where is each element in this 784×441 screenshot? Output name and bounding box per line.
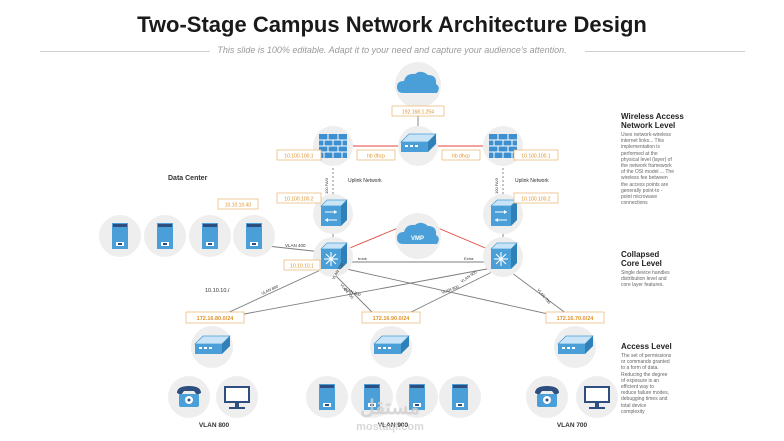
firewall-right-icon bbox=[489, 134, 517, 158]
side-desc-access: The set of permissions or commands grant… bbox=[621, 353, 672, 415]
link-cloud-core-left bbox=[344, 227, 399, 251]
vlan900-right-label: VLAN 900 bbox=[460, 269, 478, 284]
vlan700-bottom-label: VLAN 700 bbox=[557, 422, 588, 429]
side-section-core: Collapsed Core Level Single device handl… bbox=[621, 250, 781, 289]
title-rule-right bbox=[585, 51, 745, 52]
subnet-right-label: 172.16.70.0/24 bbox=[557, 316, 595, 322]
telephone-icon bbox=[535, 386, 559, 407]
link-cloud-core-right bbox=[437, 227, 491, 251]
left-agg-ip-label: 10.100.100.2 bbox=[284, 197, 313, 203]
link-cl-sr bbox=[341, 267, 576, 321]
trunk-label: trunk bbox=[358, 256, 367, 261]
vlan800-bottom-label: VLAN 800 bbox=[199, 422, 230, 429]
right-agg-ip-label: 10.100.100.2 bbox=[521, 197, 550, 203]
vlan800-label-a: VLAN 800 bbox=[260, 283, 279, 296]
right-hb-label: hb dhcp bbox=[452, 154, 470, 160]
watermark-arabic: مستقل bbox=[360, 397, 420, 419]
access-switch-icon bbox=[557, 335, 594, 354]
side-title-core: Collapsed Core Level bbox=[621, 250, 662, 268]
router-switch-icon bbox=[400, 133, 437, 152]
ip-10-label: 10.10.10./ bbox=[205, 288, 230, 294]
uplink-left-label: Uplink Network bbox=[348, 178, 382, 184]
desktop-computer-icon bbox=[224, 386, 250, 409]
watermark: مستقل mostaql.com bbox=[356, 397, 424, 433]
access-switch-icon bbox=[373, 335, 410, 354]
watermark-latin: mostaql.com bbox=[356, 421, 424, 433]
vlan800-label-b: VLAN 800 bbox=[343, 286, 363, 297]
left-hb-label: hb dhcp bbox=[367, 154, 385, 160]
server-icon bbox=[409, 384, 425, 410]
side-title-wireless: Wireless Access Network Level bbox=[621, 112, 684, 130]
link-cr-sl bbox=[211, 267, 493, 321]
server-icon bbox=[157, 223, 173, 249]
server-icon bbox=[112, 223, 128, 249]
vlan900-bottom-label: VLAN 900 bbox=[378, 422, 409, 429]
desktop-computer-icon bbox=[584, 386, 610, 409]
server-icon bbox=[319, 384, 335, 410]
side-desc-wireless: Uses network-wireless internet links... … bbox=[621, 132, 674, 207]
side-section-access: Access Level The set of permissions or c… bbox=[621, 342, 781, 415]
agg-switch-left-icon bbox=[320, 199, 348, 226]
title-rule-left bbox=[40, 51, 210, 52]
server-icon bbox=[246, 223, 262, 249]
side-desc-core: Single device handles distribution level… bbox=[621, 270, 670, 289]
telephone-icon bbox=[177, 386, 201, 407]
subnet-left-label: 172.16.80.0/24 bbox=[197, 316, 235, 322]
side-title-access: Access Level bbox=[621, 342, 672, 351]
server-icon bbox=[202, 223, 218, 249]
vlan700-label-b: VLAN 700 bbox=[536, 287, 552, 305]
label-boxes bbox=[185, 105, 605, 324]
server-icon bbox=[364, 384, 380, 410]
agg-switch-right-icon bbox=[490, 199, 518, 226]
data-center-servers bbox=[112, 223, 262, 249]
vmp-label: VMP bbox=[411, 236, 424, 242]
server-icon bbox=[452, 384, 468, 410]
circle-backgrounds bbox=[99, 62, 618, 418]
link-cl-sl bbox=[211, 267, 326, 321]
top-ip-label: 192.168.1.254 bbox=[402, 110, 434, 116]
vert-right-label: 100 FA/3 bbox=[494, 177, 499, 194]
page-subtitle: This slide is 100% editable. Adapt it to… bbox=[217, 45, 567, 55]
data-center-label: Data Center bbox=[168, 175, 208, 182]
vlan400-label: VLAN 400 bbox=[285, 243, 306, 248]
subnet-mid-label: 172.16.90.0/24 bbox=[373, 316, 411, 322]
core-switch-left-icon bbox=[320, 242, 348, 269]
right-fw-ip-label: 10.100.100.1 bbox=[521, 154, 550, 160]
vlan800-label-c: VLAN 800 bbox=[441, 284, 461, 295]
vert-left-label: 100 FA/3 bbox=[324, 177, 329, 194]
uplink-right-label: Uplink Network bbox=[515, 178, 549, 184]
left-fw-ip-label: 10.100.100.1 bbox=[284, 154, 313, 160]
page-title: Two-Stage Campus Network Architecture De… bbox=[137, 12, 647, 37]
dc-ip-label: 10.10.10.40 bbox=[225, 203, 252, 209]
access-switch-icon bbox=[194, 335, 231, 354]
side-section-wireless: Wireless Access Network Level Uses netwo… bbox=[621, 112, 781, 206]
core-switch-right-icon bbox=[490, 242, 518, 269]
extra-label: Extra bbox=[464, 256, 474, 261]
firewall-left-icon bbox=[319, 134, 347, 158]
core-left-ip-label: 10.10.10.1 bbox=[290, 264, 314, 270]
